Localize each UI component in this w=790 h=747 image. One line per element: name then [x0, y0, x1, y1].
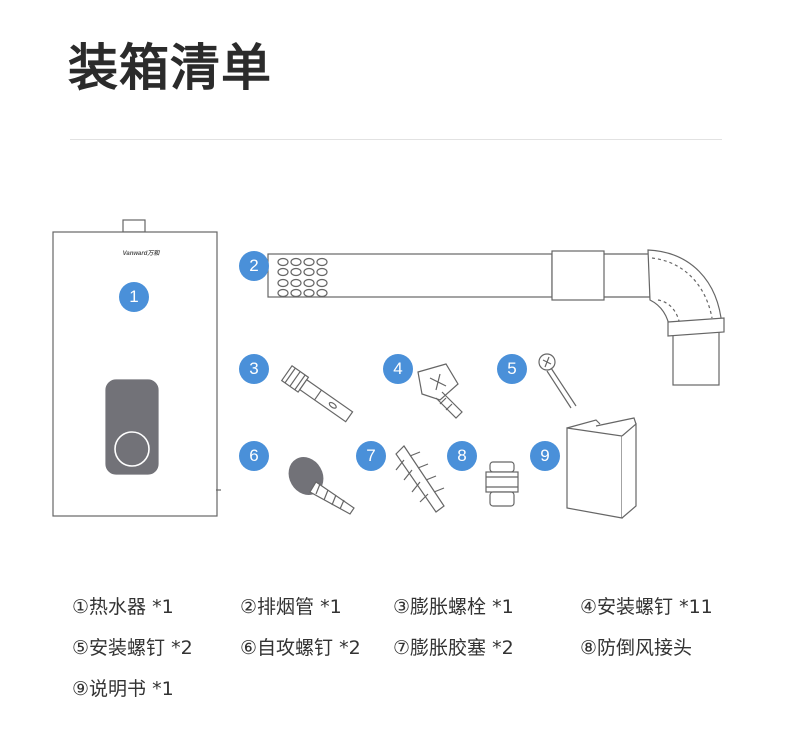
badge-1: 1: [119, 282, 149, 312]
list-item-expansion-bolt: ③膨胀螺栓 *1: [393, 596, 514, 618]
self-tapping-screw-icon: [288, 457, 355, 515]
manual-icon: [566, 417, 637, 519]
expansion-bolt-icon: [280, 364, 354, 423]
list-item-manual: ⑨说明书 *1: [72, 678, 174, 700]
list-item-exhaust-pipe: ②排烟管 *1: [240, 596, 342, 618]
list-item-water-heater: ①热水器 *1: [72, 596, 174, 618]
badge-2: 2: [239, 251, 269, 281]
badge-3: 3: [239, 354, 269, 384]
list-item-mounting-screw-11: ④安装螺钉 *11: [580, 596, 713, 618]
badge-5: 5: [497, 354, 527, 384]
exhaust-pipe-icon: [267, 249, 725, 386]
list-item-self-tapping-screw: ⑥自攻螺钉 *2: [240, 637, 361, 659]
badge-7: 7: [356, 441, 386, 471]
mounting-screw-cross-icon: [417, 363, 463, 419]
list-item-connector: ⑧防倒风接头: [580, 637, 693, 659]
brand-logo: Vanward万和: [122, 251, 160, 257]
small-screw-icon: [538, 353, 577, 409]
list-item-mounting-screw-2: ⑤安装螺钉 *2: [72, 637, 193, 659]
title-divider: [70, 139, 722, 140]
water-heater-icon: [52, 219, 221, 517]
badge-4: 4: [383, 354, 413, 384]
badge-8: 8: [447, 441, 477, 471]
expansion-anchor-icon: [395, 445, 445, 513]
list-item-expansion-anchor: ⑦膨胀胶塞 *2: [393, 637, 514, 659]
page-title: 装箱清单: [68, 39, 272, 97]
badge-9: 9: [530, 441, 560, 471]
badge-6: 6: [239, 441, 269, 471]
connector-icon: [485, 461, 519, 507]
